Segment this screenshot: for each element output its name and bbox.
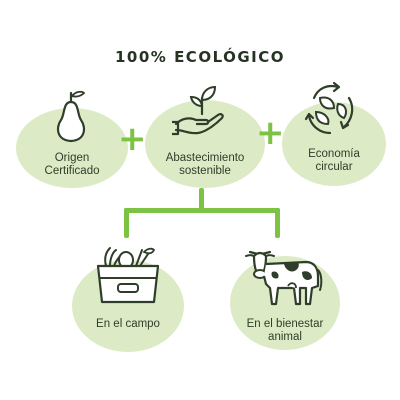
welfare-label-line1: En el bienestar — [246, 318, 324, 330]
recycle-leaves-icon — [304, 81, 354, 135]
origin-label: Origen Certificado — [20, 152, 124, 178]
origin-label-line2: Certificado — [44, 165, 100, 177]
supply-label-line2: sostenible — [179, 165, 231, 177]
field-label-line1: En el campo — [96, 318, 160, 330]
circular-blob — [282, 102, 386, 186]
vegetable-crate-icon — [96, 247, 160, 304]
plus-sign-1: + — [118, 119, 147, 159]
circular-label: Economía circular — [282, 148, 386, 174]
connector-trunk — [199, 188, 204, 210]
origin-label-line1: Origen — [54, 152, 90, 164]
supply-label: Abastecimiento sostenible — [143, 152, 267, 178]
connector-left-drop — [124, 208, 129, 238]
pear-icon — [56, 90, 86, 143]
connector-right-drop — [275, 208, 280, 238]
circular-label-line1: Economía — [308, 148, 360, 160]
diagram-title: 100% ECOLÓGICO — [115, 48, 285, 66]
cow-icon — [245, 250, 323, 306]
plus-sign-2: + — [256, 113, 285, 153]
connector-branch — [124, 208, 280, 213]
supply-blob — [145, 100, 265, 188]
circular-label-line2: circular — [315, 161, 353, 173]
field-label: En el campo — [72, 318, 184, 331]
supply-label-line1: Abastecimiento — [165, 152, 245, 164]
welfare-label: En el bienestar animal — [226, 318, 344, 344]
hand-plant-icon — [172, 85, 224, 136]
welfare-label-line2: animal — [268, 331, 302, 343]
